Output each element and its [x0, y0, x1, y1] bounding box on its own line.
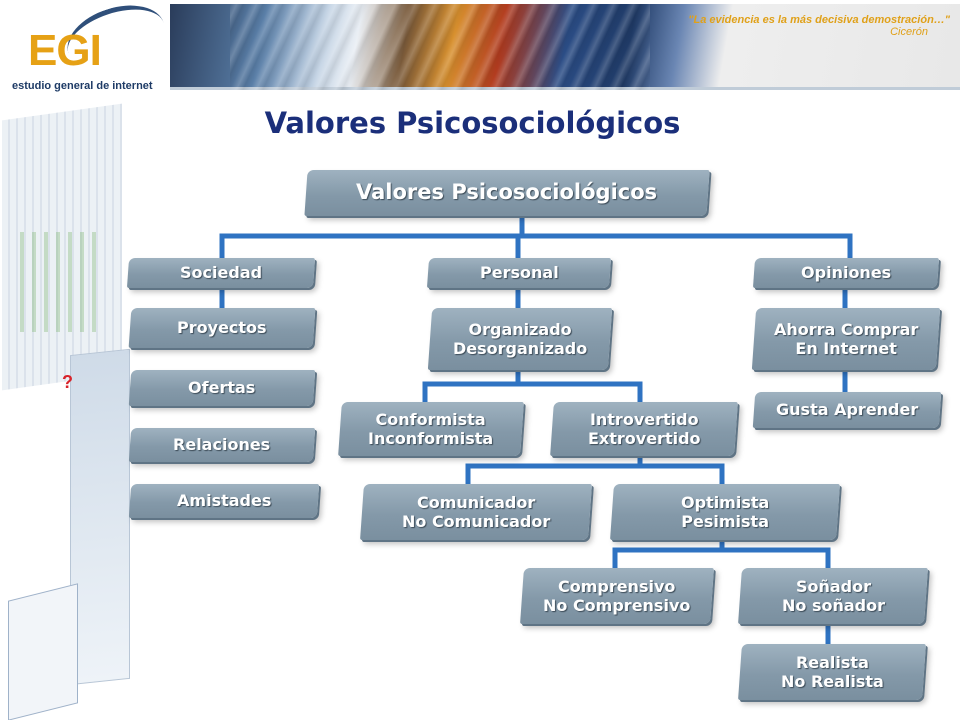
- node-introvertido-label: Introvertido Extrovertido: [587, 409, 701, 448]
- banner-decoration: [230, 4, 650, 90]
- node-sociedad-label: Sociedad: [179, 263, 263, 283]
- node-conformista-label: Conformista Inconformista: [368, 409, 494, 448]
- collage-document-graphic-2: [8, 583, 78, 720]
- node-organizado-label: Organizado Desorganizado: [452, 319, 588, 358]
- node-ahorra-comprar-label: Ahorra Comprar En Internet: [773, 319, 919, 358]
- node-introvertido: Introvertido Extrovertido: [550, 402, 738, 456]
- node-comunicador: Comunicador No Comunicador: [360, 484, 592, 540]
- node-personal: Personal: [426, 258, 612, 288]
- node-amistades: Amistades: [128, 484, 320, 518]
- quote-text: "La evidencia es la más decisiva demostr…: [688, 14, 950, 26]
- quote-author: Cicerón: [890, 26, 928, 38]
- node-conformista: Conformista Inconformista: [338, 402, 524, 456]
- node-sonador: Soñador No soñador: [738, 568, 928, 624]
- node-ofertas: Ofertas: [128, 370, 316, 406]
- node-gusta-aprender-label: Gusta Aprender: [775, 400, 919, 420]
- node-ahorra-comprar: Ahorra Comprar En Internet: [751, 308, 941, 370]
- quote-block: "La evidencia es la más decisiva demostr…: [650, 14, 950, 38]
- node-amistades-label: Amistades: [176, 491, 272, 511]
- node-gusta-aprender: Gusta Aprender: [752, 392, 942, 428]
- node-comprensivo-label: Comprensivo No Comprensivo: [543, 576, 691, 615]
- header-banner: "La evidencia es la más decisiva demostr…: [0, 0, 960, 92]
- node-comunicador-label: Comunicador No Comunicador: [401, 492, 551, 531]
- logo-text: EGI: [28, 26, 102, 75]
- node-realista: Realista No Realista: [738, 644, 926, 700]
- node-optimista: Optimista Pesimista: [610, 484, 840, 540]
- node-realista-label: Realista No Realista: [780, 652, 884, 691]
- node-personal-label: Personal: [479, 263, 559, 283]
- node-opiniones: Opiniones: [752, 258, 940, 288]
- collage-bars-graphic: [20, 232, 100, 332]
- node-relaciones-label: Relaciones: [173, 435, 271, 455]
- node-relaciones: Relaciones: [128, 428, 316, 462]
- node-proyectos: Proyectos: [128, 308, 316, 348]
- node-organizado: Organizado Desorganizado: [427, 308, 613, 370]
- node-ofertas-label: Ofertas: [188, 378, 256, 398]
- side-collage-image: ?: [0, 92, 140, 720]
- page-title: Valores Psicosociológicos: [264, 106, 681, 140]
- node-comprensivo: Comprensivo No Comprensivo: [520, 568, 714, 624]
- node-sociedad: Sociedad: [126, 258, 316, 288]
- banner-image: [170, 4, 960, 90]
- node-proyectos-label: Proyectos: [177, 318, 267, 338]
- node-optimista-label: Optimista Pesimista: [680, 492, 770, 531]
- node-root-label: Valores Psicosociológicos: [356, 180, 658, 205]
- logo-subtitle: estudio general de internet: [12, 80, 153, 92]
- node-opiniones-label: Opiniones: [800, 263, 892, 283]
- node-sonador-label: Soñador No soñador: [781, 576, 885, 615]
- egi-logo: EGI estudio general de internet: [6, 0, 173, 92]
- question-mark-icon: ?: [62, 372, 73, 392]
- node-root: Valores Psicosociológicos: [304, 170, 710, 216]
- collage-document-graphic: [70, 348, 130, 686]
